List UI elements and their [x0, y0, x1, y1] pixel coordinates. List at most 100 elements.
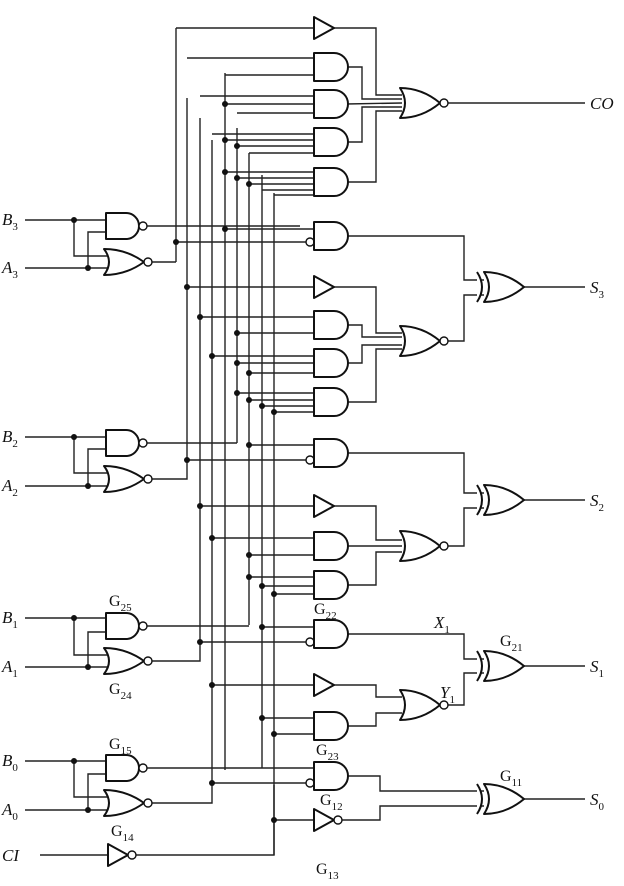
junction-dot: [197, 639, 203, 645]
junction-dot: [209, 353, 215, 359]
junction-dot: [197, 314, 203, 320]
xor-extra-arc: [476, 783, 483, 815]
junction-dot: [271, 409, 277, 415]
junction-dot: [85, 483, 91, 489]
junction-dot: [234, 390, 240, 396]
gate-label-G11: G11: [500, 768, 522, 789]
inversion-bubble: [333, 815, 343, 825]
wire: [334, 505, 402, 541]
output-label-S1: S1: [590, 657, 604, 680]
wire: [334, 27, 402, 96]
and-gate-s3-0: [313, 310, 349, 340]
junction-dot: [246, 370, 252, 376]
gate-label-G12: G12: [320, 792, 343, 813]
wire: [73, 618, 108, 656]
wire: [448, 294, 484, 342]
junction-dot: [271, 817, 277, 823]
wire: [73, 220, 108, 257]
and-gate-s2-x: [313, 438, 349, 468]
junction-dot: [246, 181, 252, 187]
xor-gate-g11: [483, 783, 525, 815]
junction-dot: [184, 457, 190, 463]
and-gate-s3-x: [313, 221, 349, 251]
junction-dot: [259, 624, 265, 630]
and-gate-g12: [313, 761, 349, 791]
junction-dot: [197, 503, 203, 509]
and-gate-co-2: [313, 127, 349, 157]
junction-dot: [71, 758, 77, 764]
nor-gate-A0: [103, 789, 145, 817]
wire: [448, 507, 484, 547]
inversion-bubble: [439, 98, 449, 108]
xor-gate-s2: [483, 484, 525, 516]
signal-label-X1: X1: [433, 613, 450, 636]
input-label-A2: A2: [1, 476, 18, 499]
wire: [342, 805, 484, 821]
junction-dot: [173, 239, 179, 245]
signal-label-Y1: Y1: [440, 683, 455, 706]
buffer-co: [313, 16, 335, 40]
junction-dot: [222, 169, 228, 175]
inversion-bubble: [305, 778, 315, 788]
and-gate-s3-1: [313, 348, 349, 378]
inversion-bubble: [439, 541, 449, 551]
nand-gate-B0: [105, 754, 140, 782]
inversion-bubble: [305, 455, 315, 465]
nand-gate-B1: [105, 612, 140, 640]
gate-label-G14: G14: [111, 823, 134, 844]
wire: [346, 712, 402, 727]
and-gate-g23: [313, 711, 349, 741]
input-label-CI: CI: [2, 846, 20, 865]
inversion-bubble: [143, 656, 153, 666]
inversion-bubble: [127, 850, 137, 860]
inversion-bubble: [138, 621, 148, 631]
output-label-CO: CO: [590, 94, 614, 113]
nor-gate-A2: [103, 465, 145, 493]
gate-label-G22: G22: [314, 601, 337, 622]
junction-dot: [71, 217, 77, 223]
inversion-bubble: [439, 336, 449, 346]
junction-dot: [259, 715, 265, 721]
and-gate-s2-1: [313, 570, 349, 600]
junction-dot: [85, 664, 91, 670]
wire: [346, 348, 402, 403]
junction-dot: [234, 143, 240, 149]
wire: [345, 102, 403, 105]
gate-label-G13: G13: [316, 861, 339, 882]
and-gate-g22: [313, 619, 349, 649]
and-gate-co-3: [313, 167, 349, 197]
nand-gate-B2: [105, 429, 140, 457]
wire: [346, 66, 402, 100]
gate-label-G25: G25: [109, 593, 132, 614]
junction-dot: [71, 434, 77, 440]
wire: [87, 773, 106, 810]
output-label-S0: S0: [590, 790, 605, 813]
output-label-S2: S2: [590, 491, 604, 514]
inversion-bubble: [143, 474, 153, 484]
xor-gate-g21: [483, 650, 525, 682]
wires: [25, 27, 585, 856]
junction-dot: [246, 574, 252, 580]
wire: [346, 106, 402, 143]
and-gate-s2-0: [313, 531, 349, 561]
wire: [73, 761, 108, 798]
inversion-bubble: [439, 700, 449, 710]
wire: [73, 437, 108, 474]
input-label-B1: B1: [2, 608, 18, 631]
junction-dot: [246, 397, 252, 403]
inversion-bubble: [138, 221, 148, 231]
gate-label-G15: G15: [109, 736, 132, 757]
input-label-A0: A0: [1, 800, 18, 823]
junction-dot: [271, 591, 277, 597]
nor-gate-s2: [399, 530, 441, 562]
junction-dot: [234, 175, 240, 181]
junction-dot: [209, 535, 215, 541]
inversion-bubble: [305, 637, 315, 647]
gate-label-G24: G24: [109, 681, 132, 702]
wire: [87, 448, 106, 486]
nor-gate-co: [399, 87, 441, 119]
inverter-g13: [313, 808, 335, 832]
labels: B3A3B2A2B1A1B0A0CICOS3S2S1X1Y1S0G25G24G1…: [1, 94, 614, 882]
wire: [87, 631, 106, 667]
